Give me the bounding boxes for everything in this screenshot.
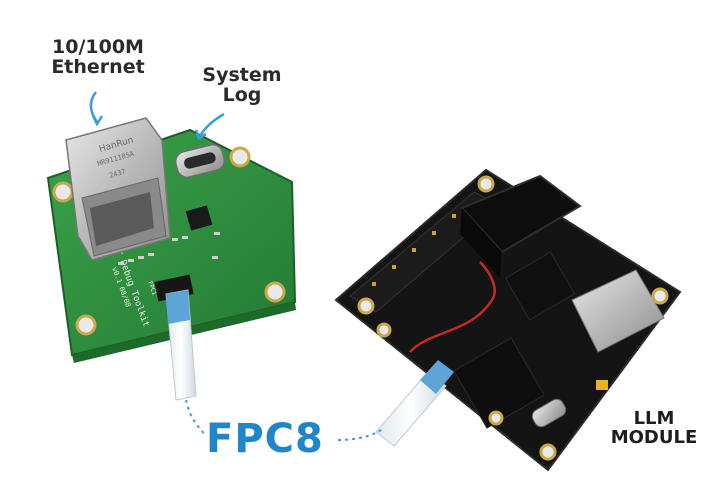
fpc-dotted-left: [185, 399, 207, 437]
ethernet-label: 10/100M Ethernet: [28, 36, 168, 78]
usb-c-port-icon: [174, 143, 226, 179]
llm-module-label: LLM MODULE: [596, 408, 712, 448]
llm-module-board: [334, 168, 682, 472]
system-log-label: System Log: [188, 64, 296, 106]
ethernet-label-line1: 10/100M: [52, 36, 144, 58]
fpc-cable-right: [375, 371, 447, 447]
fpc-dotted-right: [337, 427, 385, 441]
silkscreen-connector: FPC1: [146, 280, 158, 296]
system-log-label-line2: Log: [222, 83, 262, 106]
fpc-label: FPC8: [206, 416, 324, 462]
ethernet-label-line2: Ethernet: [51, 55, 145, 78]
system-log-label-line1: System: [202, 64, 282, 86]
mounting-hole-icon: [52, 146, 286, 336]
llm-module-label-line1: LLM: [633, 408, 675, 429]
llm-module-label-line2: MODULE: [610, 426, 698, 448]
system-log-arrow-icon: [198, 112, 225, 137]
ethernet-jack: HanRun HR911105A 2437: [65, 117, 171, 261]
